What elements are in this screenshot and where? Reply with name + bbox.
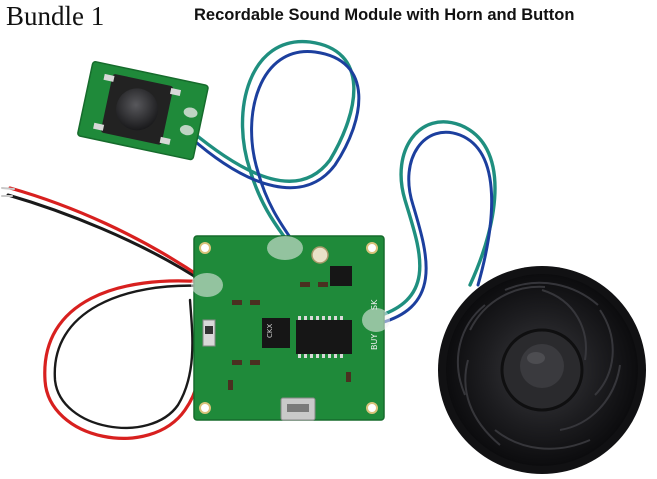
pad-label-sk: SK	[370, 299, 379, 310]
push-button-icon	[116, 88, 159, 131]
speaker-wires	[370, 120, 497, 327]
speaker-horn	[438, 266, 646, 474]
chip-label: CKX	[266, 324, 274, 338]
button-wires	[188, 39, 361, 248]
product-title: Recordable Sound Module with Horn and Bu…	[194, 6, 575, 24]
bundle-label: Bundle 1	[6, 1, 105, 31]
product-photo: CKX	[0, 30, 657, 479]
sound-module-board: CKX	[191, 235, 390, 421]
pad-label-buy: BUY	[370, 334, 379, 350]
power-wires	[1, 186, 207, 440]
push-button-board	[77, 60, 209, 161]
